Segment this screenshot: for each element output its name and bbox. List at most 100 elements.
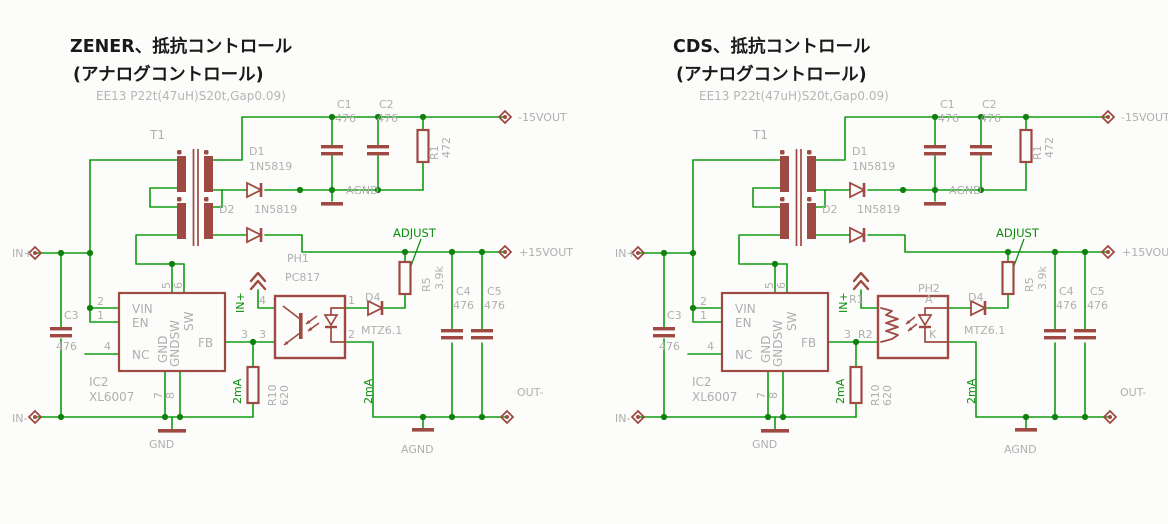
net-wire (89, 159, 120, 323)
neg15-net-label: -15VOUT (1121, 111, 1168, 124)
ic-pin-label-sw: SW (182, 311, 196, 331)
junction-dot (689, 304, 697, 312)
c4-capacitor (1044, 329, 1066, 333)
junction-dot (448, 248, 456, 256)
ic-pin-label-gnd: GND (156, 335, 170, 363)
junction-dot (852, 338, 860, 346)
r10-value-label: 620 (278, 385, 291, 406)
c4-capacitor (441, 329, 463, 333)
out-minus-net-label: OUT- (517, 386, 543, 399)
diode-triangle (246, 226, 264, 244)
c1-capacitor (924, 152, 946, 156)
junction-dot (779, 413, 787, 421)
phase-dot (204, 150, 209, 155)
junction-dot (374, 186, 382, 194)
ic-pin-label-vin: VIN (735, 302, 756, 316)
light-arrow-head (908, 326, 913, 331)
r5-ref-label: R5 (1023, 277, 1036, 292)
ic-pin-number-nc: 4 (104, 340, 111, 353)
c2-capacitor (970, 152, 992, 156)
net-wire (947, 341, 1111, 418)
ic-pin-number-8: 8 (164, 392, 177, 399)
in-plus-chevron-icon (249, 279, 267, 291)
ic-body (117, 291, 227, 373)
gnd-label: GND (752, 438, 777, 451)
ic-pin-number-fb: 3 (241, 328, 248, 341)
phase-dot (780, 197, 785, 202)
d2-diode (246, 226, 264, 244)
r5-ref-label: R5 (420, 277, 433, 292)
d1-ref-label: D1 (852, 145, 867, 158)
diode-triangle (367, 299, 385, 317)
current-2ma-label: 2mA (834, 378, 847, 404)
terminal-dot (1106, 250, 1110, 254)
in-minus-net-label: IN- (12, 412, 27, 425)
terminal-diamond (497, 109, 513, 125)
c3-capacitor (50, 334, 72, 338)
agnd-bottom-symbol (412, 428, 434, 432)
transformer-ref-label: T1 (149, 128, 165, 142)
c3-capacitor (653, 327, 675, 331)
terminal-dot (503, 250, 507, 254)
c5-capacitor (1074, 329, 1096, 333)
opto-value-label: PC817 (285, 271, 320, 284)
d2-diode (849, 226, 867, 244)
neg15-out-terminal (1100, 109, 1116, 125)
r5-resistor (1001, 260, 1015, 296)
d2-value-label: 1N5819 (857, 203, 900, 216)
circuit-title: ZENER、抵抗コントロール (70, 36, 293, 57)
ic-value-label: XL6007 (89, 390, 134, 404)
in-plus-terminal (630, 245, 646, 261)
junction-dot (660, 249, 668, 257)
opto-pin-top-right: 1 (348, 294, 355, 307)
led-triangle (323, 314, 339, 327)
c3-value-label: 476 (56, 340, 77, 353)
junction-dot (176, 413, 184, 421)
phase-dot (807, 150, 812, 155)
collector-lead (282, 305, 301, 320)
pos15-net-label: +15VOUT (519, 246, 573, 259)
junction-dot (161, 413, 169, 421)
junction-dot (977, 186, 985, 194)
c1-ref-label: C1 (337, 98, 352, 111)
phase-dot (807, 197, 812, 202)
c5-value-label: 476 (484, 299, 505, 312)
led-triangle (917, 314, 933, 327)
phase-dot (177, 150, 182, 155)
net-wire (738, 234, 788, 265)
junction-dot (1081, 413, 1089, 421)
diode-triangle (849, 226, 867, 244)
ic-pin-number-5: 5 (763, 282, 776, 289)
ic-pin-label-fb: FB (801, 336, 816, 350)
current-2ma-label: 2mA (965, 378, 978, 404)
secondary-winding-bar (204, 203, 213, 239)
net-wire (257, 289, 276, 309)
in-plus-net-label: IN+ (615, 247, 636, 260)
ic-pin-number-en: 1 (700, 309, 707, 322)
opto-pin-bottom-right: 2 (348, 328, 355, 341)
d1-diode (246, 181, 264, 199)
primary-winding-bar (780, 203, 789, 239)
d1-value-label: 1N5819 (249, 160, 292, 173)
photoresistor-zigzag (880, 307, 899, 343)
ic-pin-number-nc: 4 (707, 340, 714, 353)
junction-dot (1051, 248, 1059, 256)
pos15-net-label: +15VOUT (1122, 246, 1168, 259)
circuit-right: CDS、抵抗コントロール(アナログコントロール)EE13 P22t(47uH)S… (615, 36, 1168, 456)
r1-value-label: 472 (440, 137, 453, 158)
ic-ref-label: IC2 (692, 375, 712, 389)
net-wire (344, 341, 508, 418)
d1-value-label: 1N5819 (852, 160, 895, 173)
gnd-symbol (761, 429, 789, 433)
junction-dot (899, 186, 907, 194)
transformer-note: EE13 P22t(47uH)S20t,Gap0.09) (96, 89, 286, 103)
phototransistor-base-bar (299, 313, 303, 339)
junction-dot (57, 249, 65, 257)
c1-capacitor (924, 145, 946, 149)
c1-value-label: 476 (335, 112, 356, 125)
r10-ref-label: R10 (869, 384, 882, 406)
in-plus-vertical-net-label: IN+ (837, 292, 850, 313)
primary-winding-bar (780, 156, 789, 192)
opto-ref-label: PH1 (287, 252, 309, 265)
primary-winding-bar (177, 156, 186, 192)
